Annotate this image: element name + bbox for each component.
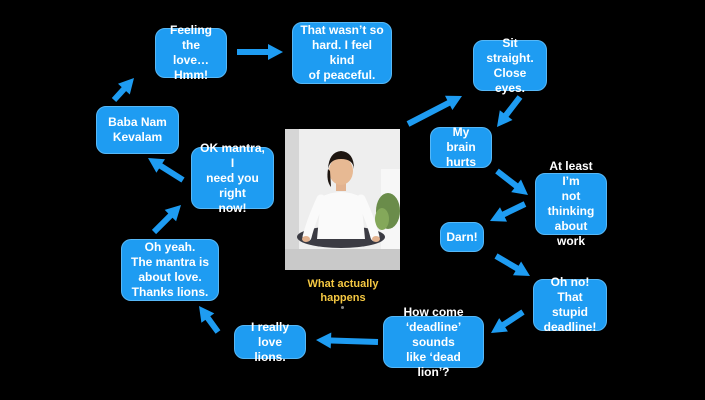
arrow-brain-to-work: [495, 168, 528, 195]
center-caption: What actually happens: [307, 278, 379, 304]
arrow-ok-mantra-to-baba: [148, 158, 185, 183]
bubble-baba-nam-kevalam: Baba Nam Kevalam: [96, 106, 179, 154]
arrow-oh-yeah-to-ok-mantra: [151, 205, 181, 235]
bubble-that-wasnt-so-hard: That wasn’t so hard. I feel kind of peac…: [292, 22, 392, 84]
arrow-love-lions-to-oh-yeah: [199, 306, 221, 334]
caption-dot: [341, 306, 344, 309]
woman-meditating-illustration: [285, 129, 400, 270]
arrow-sit-straight-to-brain: [497, 95, 523, 127]
arrow-darn-to-deadline: [494, 253, 530, 276]
bubble-oh-no-deadline: Oh no! That stupid deadline!: [533, 275, 607, 334]
bubble-love-lions: I really love lions.: [234, 320, 306, 364]
bubble-darn: Darn!: [440, 222, 484, 252]
meditating-woman-photo: [285, 129, 400, 270]
bubble-feeling-the-love: Feeling the love…Hmm!: [155, 23, 227, 82]
bubble-deadline-dead-lion: How come ‘deadline’ sounds like ‘dead li…: [383, 305, 484, 379]
arrow-baba-to-feeling: [111, 78, 134, 102]
bubble-sit-straight: Sit straight. Close eyes.: [473, 36, 547, 95]
arrow-dead-lion-to-love-lions: [316, 332, 379, 349]
bubble-my-brain-hurts: My brain hurts: [430, 125, 492, 169]
arrow-deadline-to-dead-lion: [491, 309, 525, 333]
arrow-center-to-sit-straight: [406, 95, 462, 127]
bubble-ok-mantra: OK mantra, I need you right now!: [191, 141, 274, 215]
bubble-not-thinking-about-work: At least I’m not thinking about work: [535, 159, 607, 248]
bubble-oh-yeah-mantra: Oh yeah. The mantra is about love. Thank…: [121, 239, 219, 301]
arrow-work-to-darn: [490, 201, 527, 222]
arrow-feeling-to-that-wasnt: [237, 44, 283, 60]
